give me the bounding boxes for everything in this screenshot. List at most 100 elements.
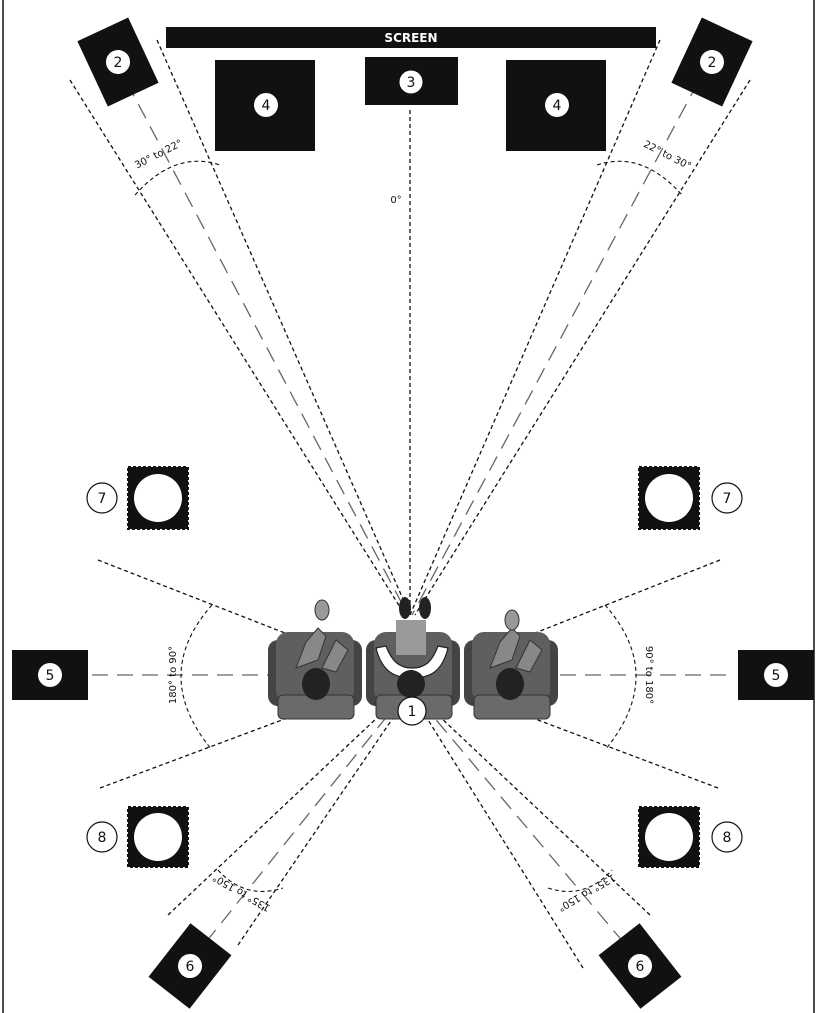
height-badge-7-right-circle	[711, 482, 743, 514]
seat-center	[366, 597, 460, 720]
front-left-angle-arc	[134, 160, 221, 196]
height-speaker-front-right-cone	[645, 474, 693, 522]
rear-speaker-right-number: 6	[636, 959, 645, 975]
rear-speaker-left-badge	[178, 954, 202, 978]
rear-speaker-left: 6	[148, 923, 232, 1009]
rear-speaker-right: 6	[598, 923, 682, 1009]
rear-right-inner-line	[424, 714, 584, 969]
center-speaker-badge	[398, 69, 424, 95]
angle-label-rear-right: 135° to 150°	[556, 871, 617, 913]
side-speaker-left: 5	[12, 650, 88, 700]
angle-label-front-right: 22° to 30°	[642, 139, 693, 172]
subwoofer-right-number: 4	[553, 98, 562, 114]
seat-left	[268, 599, 362, 720]
person-right-foot	[504, 609, 520, 631]
height-badge-8-left: 8	[86, 821, 118, 853]
angle-guide-lines	[69, 39, 751, 969]
screen: SCREEN	[166, 27, 656, 48]
angle-arcs	[134, 160, 683, 892]
person-right-head	[496, 668, 524, 700]
listener-badge	[397, 696, 427, 726]
listener-number: 1	[408, 704, 417, 720]
side-right-upper-line	[529, 559, 721, 636]
height-badge-7-right: 7	[711, 482, 743, 514]
side-speaker-right-number: 5	[772, 668, 781, 684]
screen-label: SCREEN	[384, 31, 437, 45]
angle-label-center: 0°	[390, 195, 401, 206]
height-speaker-front-left-cone	[134, 474, 182, 522]
side-speaker-right: 5	[738, 650, 814, 700]
height-speaker-rear-left-cone	[134, 813, 182, 861]
rear-left-axis-line	[189, 714, 389, 963]
front-right-speaker-badge	[700, 50, 724, 74]
side-speaker-right-badge	[764, 663, 788, 687]
center-speaker: 3	[365, 57, 458, 105]
listener-head	[397, 670, 425, 698]
front-right-speaker-number: 2	[708, 55, 717, 71]
screen-bar	[166, 27, 656, 48]
person-right-arm	[489, 627, 521, 669]
subwoofer-left: 4	[215, 60, 315, 151]
listener-foot-left	[399, 597, 411, 619]
front-right-angle-arc	[596, 160, 683, 196]
listener-legs	[396, 620, 426, 655]
subwoofer-right-badge	[545, 93, 569, 117]
front-left-speaker-number: 2	[114, 55, 123, 71]
height-badge-8-right: 8	[711, 821, 743, 853]
rear-left-angle-arc	[217, 869, 284, 892]
rear-speaker-left-number: 6	[186, 959, 195, 975]
angle-label-front-left: 30° to 22°	[133, 138, 184, 171]
angle-label-side-right: 90° to 180°	[643, 646, 654, 704]
front-left-axis-line	[114, 59, 409, 616]
angle-label-side-left: 180° to 90°	[168, 646, 179, 704]
rear-left-inner-line	[237, 714, 396, 946]
side-left-lower-line	[99, 716, 291, 789]
height-speaker-rear-right	[638, 806, 700, 868]
height-badge-7-left-circle	[86, 482, 118, 514]
rear-right-angle-arc	[547, 869, 613, 892]
seating-area: 1	[268, 597, 558, 726]
front-right-speaker: 2	[671, 17, 753, 107]
side-speaker-left-badge	[38, 663, 62, 687]
center-speaker-number: 3	[407, 75, 416, 91]
person-left-foot	[314, 599, 330, 621]
side-left-upper-line	[97, 559, 291, 636]
height-speaker-rear-right-cone	[645, 813, 693, 861]
angle-label-rear-left: 135° to 150°	[211, 871, 272, 913]
side-left-angle-arc	[180, 604, 213, 751]
seat-center-cushion	[374, 632, 452, 702]
rear-right-axis-line	[431, 714, 641, 963]
side-speaker-left-number: 5	[46, 668, 55, 684]
height-badge-8-left-circle	[86, 821, 118, 853]
front-left-speaker-badge	[106, 50, 130, 74]
front-right-outer-line	[414, 79, 751, 616]
angle-labels: 0° 30° to 22° 22° to 30° 180° to 90° 90°…	[133, 138, 692, 913]
height-badge-8-right-number: 8	[723, 830, 732, 846]
front-left-outer-line	[69, 79, 406, 616]
front-left-speaker: 2	[77, 17, 159, 107]
height-badge-7-left-number: 7	[98, 491, 107, 507]
rear-left-outer-line	[167, 714, 381, 916]
subwoofer-right: 4	[506, 60, 606, 151]
subwoofer-left-badge	[254, 93, 278, 117]
height-speaker-rear-left	[127, 806, 189, 868]
height-badge-7-right-number: 7	[723, 491, 732, 507]
seat-right	[464, 609, 558, 720]
side-right-lower-line	[529, 716, 719, 789]
person-right-arm-2	[515, 639, 543, 673]
height-badge-7-left: 7	[86, 482, 118, 514]
listener-foot-right	[419, 597, 431, 619]
subwoofer-left-number: 4	[262, 98, 271, 114]
side-right-angle-arc	[604, 604, 637, 751]
person-left-arm	[295, 627, 327, 669]
height-speaker-front-left	[127, 466, 189, 530]
rear-right-outer-line	[437, 714, 651, 916]
person-left-arm-2	[321, 639, 349, 673]
person-left-head	[302, 668, 330, 700]
height-badge-8-right-circle	[711, 821, 743, 853]
rear-speaker-right-badge	[628, 954, 652, 978]
front-right-axis-line	[411, 59, 711, 616]
height-badge-8-left-number: 8	[98, 830, 107, 846]
height-speaker-front-right	[638, 466, 700, 530]
